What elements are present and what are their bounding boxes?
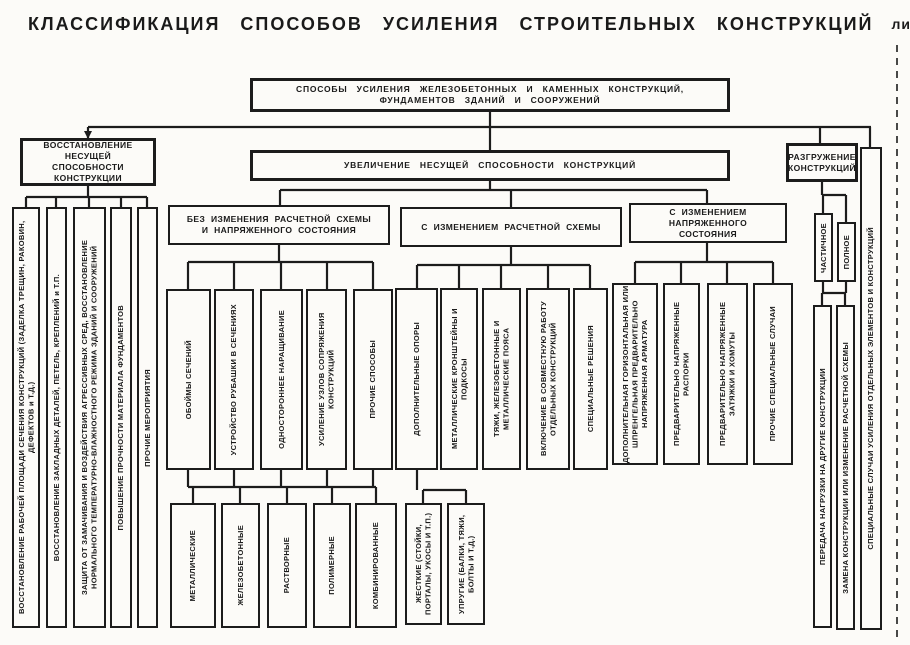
node-material-2: РАСТВОРНЫЕ xyxy=(267,503,307,628)
node-stress-child-2: ПРЕДВАРИТЕЛЬНО НАПРЯЖЕННЫЕ ЗАТЯЖКИ И ХОМ… xyxy=(707,283,748,465)
node-no-change-child-1: УСТРОЙСТВО РУБАШКИ В СЕЧЕНИЯХ xyxy=(214,289,254,470)
page-header: КЛАССИФИКАЦИЯ СПОСОБОВ УСИЛЕНИЯ СТРОИТЕЛ… xyxy=(28,12,910,35)
sheet-number-block: лист 9 xyxy=(891,12,910,35)
node-scheme-child-2: ТЯЖИ, ЖЕЛЕЗОБЕТОННЫЕ И МЕТАЛЛИЧЕСКИЕ ПОЯ… xyxy=(482,288,521,470)
node-material-3: ПОЛИМЕРНЫЕ xyxy=(313,503,351,628)
arrowhead xyxy=(84,131,92,139)
node-scheme-child-4: СПЕЦИАЛЬНЫЕ РЕШЕНИЯ xyxy=(573,288,608,470)
node-no-change-child-4: ПРОЧИЕ СПОСОБЫ xyxy=(353,289,393,470)
node-restore-child-0: ВОССТАНОВЛЕНИЕ РАБОЧЕЙ ПЛОЩАДИ СЕЧЕНИЯ К… xyxy=(12,207,40,628)
node-scheme-child-0: ДОПОЛНИТЕЛЬНЫЕ ОПОРЫ xyxy=(395,288,438,470)
node-group-no-change: БЕЗ ИЗМЕНЕНИЯ РАСЧЕТНОЙ СХЕМЫ И НАПРЯЖЕН… xyxy=(168,205,390,245)
node-restore: ВОССТАНОВЛЕНИЕ НЕСУЩЕЙ СПОСОБНОСТИ КОНСТ… xyxy=(20,138,156,186)
node-support-elastic: УПРУГИЕ (БАЛКИ, ТЯЖИ, БОЛТЫ И Т.Д.) xyxy=(447,503,485,625)
node-unload-method-0: ПЕРЕДАЧА НАГРУЗКИ НА ДРУГИЕ КОНСТРУКЦИИ xyxy=(813,305,832,628)
node-restore-child-3: ПОВЫШЕНИЕ ПРОЧНОСТИ МАТЕРИАЛА ФУНДАМЕНТО… xyxy=(110,207,132,628)
node-unload-partial: ЧАСТИЧНОЕ xyxy=(814,213,833,282)
node-restore-child-4: ПРОЧИЕ МЕРОПРИЯТИЯ xyxy=(137,207,158,628)
page-title: КЛАССИФИКАЦИЯ СПОСОБОВ УСИЛЕНИЯ СТРОИТЕЛ… xyxy=(28,13,874,34)
node-group-stress-change: С ИЗМЕНЕНИЕМ НАПРЯЖЕННОГО СОСТОЯНИЯ xyxy=(629,203,787,243)
node-material-0: МЕТАЛЛИЧЕСКИЕ xyxy=(170,503,216,628)
node-stress-child-1: ПРЕДВАРИТЕЛЬНО НАПРЯЖЕННЫЕ РАСПОРКИ xyxy=(663,283,700,465)
node-no-change-child-0: ОБОЙМЫ СЕЧЕНИЙ xyxy=(166,289,211,470)
node-stress-child-3: ПРОЧИЕ СПЕЦИАЛЬНЫЕ СЛУЧАИ xyxy=(753,283,793,465)
node-restore-child-1: ВОССТАНОВЛЕНИЕ ЗАКЛАДНЫХ ДЕТАЛЕЙ, ПЕТЕЛЬ… xyxy=(46,207,67,628)
node-scheme-child-3: ВКЛЮЧЕНИЕ В СОВМЕСТНУЮ РАБОТУ ОТДЕЛЬНЫХ … xyxy=(526,288,570,470)
node-stress-child-0: ДОПОЛНИТЕЛЬНАЯ ГОРИЗОНТАЛЬНАЯ ИЛИ ШПРЕНГ… xyxy=(612,283,658,465)
node-unload-special: СПЕЦИАЛЬНЫЕ СЛУЧАИ УСИЛЕНИЯ ОТДЕЛЬНЫХ ЭЛ… xyxy=(860,147,882,630)
tree-connectors xyxy=(24,112,872,503)
node-no-change-child-3: УСИЛЕНИЕ УЗЛОВ СОПРЯЖЕНИЯ КОНСТРУКЦИЙ xyxy=(306,289,347,470)
node-scheme-child-1: МЕТАЛЛИЧЕСКИЕ КРОНШТЕЙНЫ И ПОДКОСЫ xyxy=(440,288,478,470)
node-group-scheme-change: С ИЗМЕНЕНИЕМ РАСЧЕТНОЙ СХЕМЫ xyxy=(400,207,622,247)
node-unload-method-1: ЗАМЕНА КОНСТРУКЦИИ ИЛИ ИЗМЕНЕНИЕ РАСЧЕТН… xyxy=(836,305,855,630)
node-unload-full: ПОЛНОЕ xyxy=(837,222,856,282)
node-material-1: ЖЕЛЕЗОБЕТОННЫЕ xyxy=(221,503,260,628)
node-unload: РАЗГРУЖЕНИЕ КОНСТРУКЦИЙ xyxy=(786,143,858,182)
node-increase: УВЕЛИЧЕНИЕ НЕСУЩЕЙ СПОСОБНОСТИ КОНСТРУКЦ… xyxy=(250,150,730,181)
sheet-label: лист xyxy=(891,16,910,32)
node-restore-child-2: ЗАЩИТА ОТ ЗАМАЧИВАНИЯ И ВОЗДЕЙСТВИЯ АГРЕ… xyxy=(73,207,106,628)
node-root: СПОСОБЫ УСИЛЕНИЯ ЖЕЛЕЗОБЕТОННЫХ И КАМЕНН… xyxy=(250,78,730,112)
node-no-change-child-2: ОДНОСТОРОННЕЕ НАРАЩИВАНИЕ xyxy=(260,289,303,470)
node-support-rigid: ЖЕСТКИЕ (СТОЙКИ, ПОРТАЛЫ, УКОСЫ И Т.П.) xyxy=(405,503,442,625)
node-material-4: КОМБИНИРОВАННЫЕ xyxy=(355,503,397,628)
